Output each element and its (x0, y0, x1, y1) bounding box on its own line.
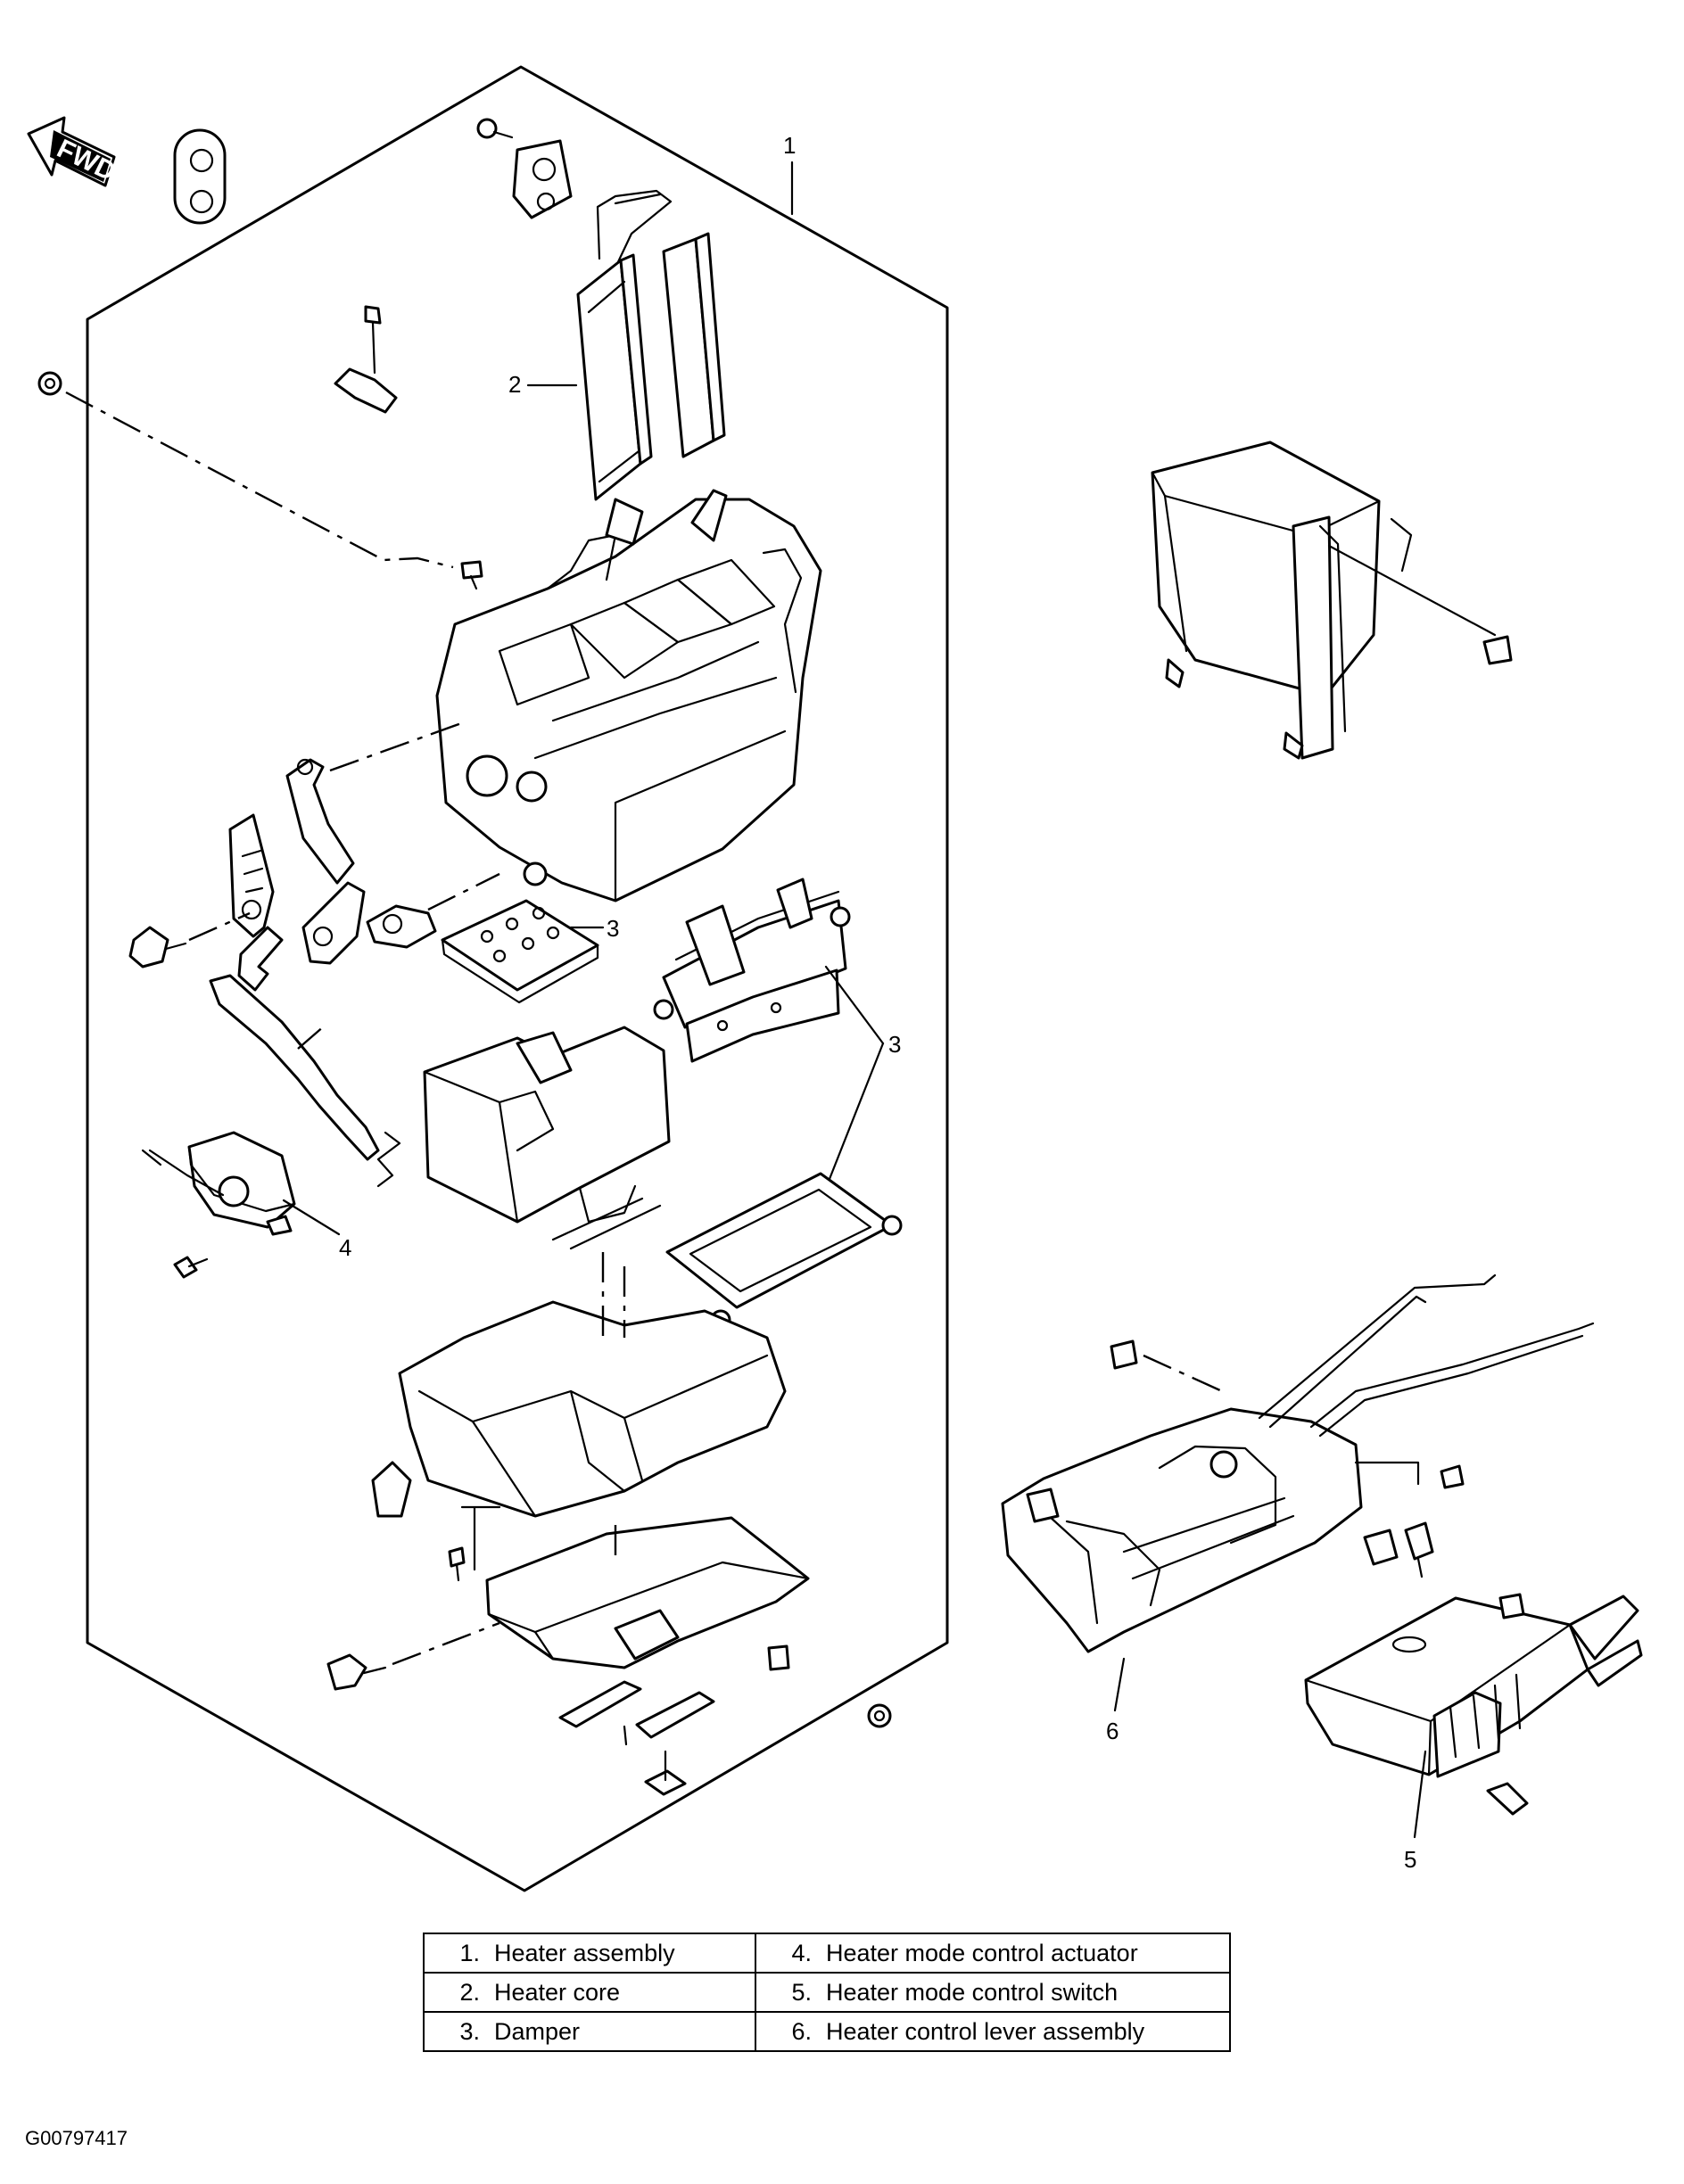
legend-number: 1. (459, 1939, 480, 1966)
heater-core (576, 189, 726, 501)
callout-5: 5 (1404, 1750, 1427, 1873)
cam (301, 881, 366, 965)
legend-row: 3. Damper 6. Heater control lever assembly (423, 2011, 1231, 2052)
image-code: G00797417 (25, 2127, 128, 2149)
duct-box (1151, 441, 1413, 760)
plunger (1404, 1521, 1434, 1578)
nut (37, 371, 62, 396)
bulb (1486, 1782, 1529, 1816)
bracket-with-screw (334, 305, 398, 414)
legend-number: 5. (791, 1978, 812, 2006)
fwd-direction-badge: FWD (27, 116, 120, 187)
svg-text:2: 2 (508, 371, 521, 398)
legend-cell: 4. Heater mode control actuator (755, 1933, 1231, 1974)
mode-control-actuator (141, 1131, 296, 1236)
clip (767, 1644, 790, 1671)
legend-cell: 2. Heater core (423, 1972, 756, 2013)
screw (1482, 635, 1513, 665)
legend-number: 2. (459, 1978, 480, 2006)
heater-case-middle (423, 1026, 671, 1250)
svg-text:5: 5 (1404, 1846, 1416, 1873)
screw (1440, 1464, 1465, 1489)
callout-4: 4 (282, 1199, 351, 1261)
heater-assembly-boundary (86, 65, 949, 1892)
legend-label: Heater mode control switch (826, 1978, 1119, 2006)
screw (1498, 1593, 1525, 1619)
damper-plate (441, 899, 599, 1004)
pivot-pin (644, 1750, 687, 1796)
legend-row: 1. Heater assembly 4. Heater mode control … (423, 1933, 1231, 1974)
clip (1363, 1529, 1399, 1566)
leader-line (188, 911, 251, 942)
nut (867, 1703, 892, 1728)
legend-label: Heater control lever assembly (826, 2017, 1145, 2045)
callout-1: 1 (783, 132, 796, 216)
legend-label: Heater mode control actuator (826, 1939, 1138, 1966)
legend-label: Damper (494, 2017, 581, 2045)
damper-plate-lower (665, 1172, 903, 1331)
legend-cell: 6. Heater control lever assembly (755, 2011, 1231, 2052)
callout-6: 6 (1106, 1657, 1126, 1744)
legend-number: 4. (791, 1939, 812, 1966)
callout-3: 3 (824, 965, 901, 1181)
long-lever (209, 974, 380, 1161)
svg-text:4: 4 (339, 1234, 351, 1261)
callout-3: 3 (569, 915, 619, 942)
screw (173, 1256, 209, 1279)
leader-line (65, 391, 454, 569)
lever (237, 926, 284, 992)
callout-2: 2 (508, 371, 578, 398)
link-rod (558, 1680, 715, 1746)
screw (460, 560, 483, 590)
legend-number: 6. (791, 2017, 812, 2045)
mode-lever (285, 758, 355, 885)
legend-row: 2. Heater core 5. Heater mode control swit… (423, 1972, 1231, 2013)
svg-text:3: 3 (888, 1031, 901, 1058)
screw (1110, 1339, 1138, 1370)
leader-line (1143, 1354, 1223, 1393)
pipe-grommet (512, 139, 573, 219)
leader-line (392, 1621, 500, 1666)
floor-duct (460, 1505, 810, 1669)
leader-line (329, 721, 465, 772)
svg-text:3: 3 (607, 915, 619, 942)
legend-cell: 1. Heater assembly (423, 1933, 756, 1974)
legend-cell: 3. Damper (423, 2011, 756, 2052)
heater-case-lower (371, 1252, 787, 1518)
parts-legend-table: 1. Heater assembly 4. Heater mode control … (423, 1933, 1231, 2052)
legend-label: Heater core (494, 1978, 621, 2006)
screw (448, 1546, 466, 1582)
heater-case-upper (435, 489, 822, 902)
damper-assembly-right (653, 878, 851, 1063)
wing-knob (128, 926, 187, 968)
svg-text:6: 6 (1106, 1718, 1119, 1744)
mode-control-switch (1304, 1595, 1643, 1778)
legend-number: 3. (459, 2017, 480, 2045)
clip (376, 1131, 401, 1188)
fwd-label: FWD (53, 134, 120, 187)
legend-cell: 5. Heater mode control switch (755, 1972, 1231, 2013)
damper-pivot (366, 872, 500, 949)
svg-text:1: 1 (783, 132, 796, 159)
screw (476, 118, 514, 139)
leader-line (1327, 544, 1497, 637)
link-arm (228, 813, 275, 938)
wing-knob (326, 1653, 387, 1691)
control-lever-assembly (1001, 1273, 1595, 1653)
legend-label: Heater assembly (494, 1939, 675, 1966)
grommet (173, 128, 227, 225)
